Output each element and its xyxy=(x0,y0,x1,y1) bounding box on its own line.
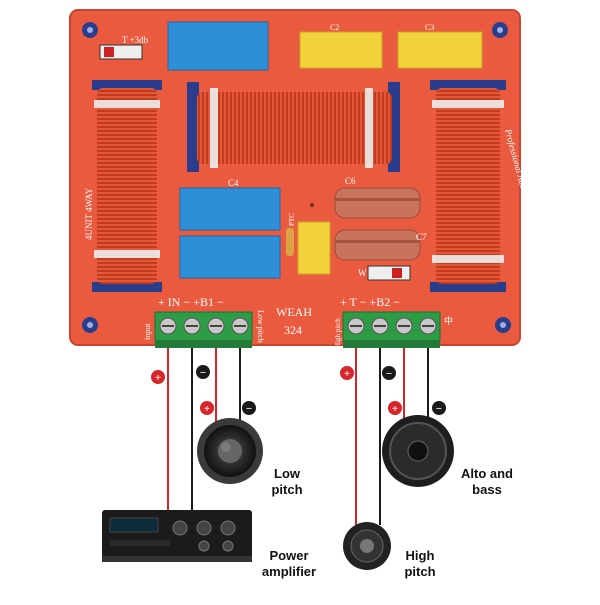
left-terminal-block xyxy=(154,311,253,348)
terminal-screw-icon xyxy=(159,317,249,335)
high-pitch-label-line2: pitch xyxy=(404,564,436,579)
left-terminal-header: + IN − +B1 − xyxy=(158,295,224,309)
minus-marker xyxy=(242,401,256,415)
low-pitch-speaker-icon xyxy=(197,418,263,484)
alto-bass-label-line2: bass xyxy=(472,482,502,497)
resistor-c7 xyxy=(334,229,421,261)
chinese-side-label: 中 xyxy=(444,315,453,326)
minus-symbol: − xyxy=(246,403,252,415)
bottom-switch xyxy=(367,265,411,281)
power-amplifier-icon xyxy=(102,510,252,562)
cap-label-c2: C2 xyxy=(330,23,339,32)
right-terminal-block xyxy=(342,311,441,348)
ptc-resistor xyxy=(286,228,294,256)
cap-label-c6: C6 xyxy=(345,176,356,186)
left-inductor-coil: 4UNIT 4WAY xyxy=(84,80,162,292)
input-side-label: input xyxy=(143,323,152,340)
yellow-capacitor-c3 xyxy=(397,31,483,69)
plus-symbol: + xyxy=(155,372,161,384)
power-amplifier-label: Power amplifier xyxy=(254,548,324,580)
minus-marker xyxy=(382,366,396,380)
plus-symbol: + xyxy=(204,403,210,415)
resistor-c6 xyxy=(334,187,421,219)
tweeter-speaker-icon xyxy=(343,522,391,570)
alto-bass-label-line1: Alto and xyxy=(461,466,513,481)
right-inductor-coil: Professional Audio xyxy=(430,80,531,292)
cap-label-c4: C4 xyxy=(228,178,239,188)
blue-capacitor xyxy=(167,21,269,71)
side-text: 4UNIT 4WAY xyxy=(84,187,94,240)
low-pitch-side-label: Low pitch xyxy=(256,310,265,343)
cap-label-c7: C7 xyxy=(416,232,427,242)
wiring xyxy=(167,348,429,525)
alto-bass-speaker-icon xyxy=(382,415,454,487)
blue-capacitor-c4 xyxy=(179,187,281,231)
ptc-label: PTC xyxy=(288,213,296,226)
switch-bottom-label: W xyxy=(358,268,367,278)
alto-bass-label: Alto and bass xyxy=(452,466,522,498)
blue-capacitor-c5 xyxy=(179,235,281,279)
minus-symbol: − xyxy=(436,403,442,415)
yellow-capacitor-small xyxy=(297,221,331,275)
high-pitch-side-label: High pitch xyxy=(334,318,342,348)
switch-top-label: T +3db xyxy=(122,35,149,45)
model-label: 324 xyxy=(284,323,302,337)
low-pitch-label: Low pitch xyxy=(266,466,308,498)
minus-symbol: − xyxy=(200,367,206,379)
brand-label: WEAH xyxy=(276,305,312,319)
yellow-capacitor-c2 xyxy=(299,31,383,69)
polarity-markers xyxy=(151,365,446,415)
minus-symbol: − xyxy=(386,368,392,380)
terminal-screw-icon xyxy=(347,317,437,335)
plus-marker xyxy=(200,401,214,415)
power-amplifier-label-line2: amplifier xyxy=(261,564,317,579)
low-pitch-label-line2: pitch xyxy=(271,482,303,497)
plus-marker xyxy=(388,401,402,415)
plus-marker xyxy=(151,370,165,384)
minus-marker xyxy=(196,365,210,379)
high-pitch-label-line1: High xyxy=(405,548,435,563)
plus-symbol: + xyxy=(344,368,350,380)
center-inductor-coil xyxy=(187,82,400,172)
low-pitch-label-line1: Low xyxy=(274,466,300,481)
cap-label-c3: C3 xyxy=(425,23,434,32)
plus-symbol: + xyxy=(392,403,398,415)
high-pitch-label: High pitch xyxy=(398,548,442,580)
power-amplifier-label-line1: Power xyxy=(269,548,309,563)
screw-icon xyxy=(82,22,511,333)
minus-marker xyxy=(432,401,446,415)
plus-marker xyxy=(340,366,354,380)
right-terminal-header: + T − +B2 − xyxy=(340,295,400,309)
